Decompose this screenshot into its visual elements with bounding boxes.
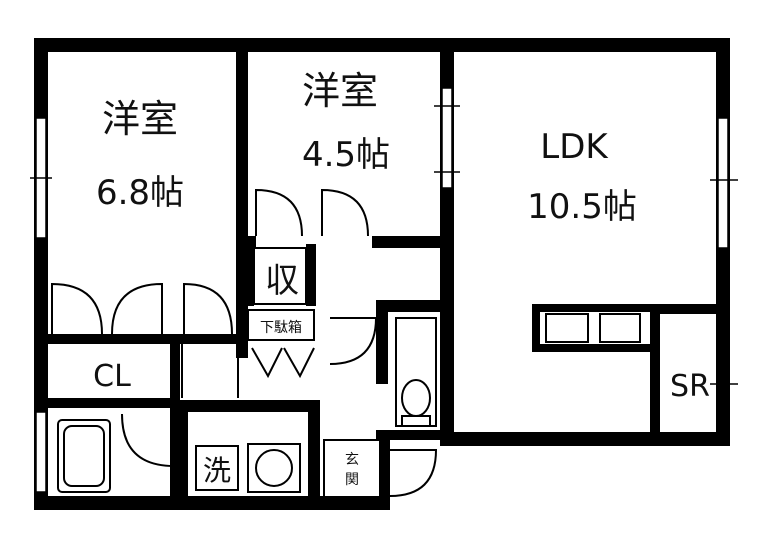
washer-pan	[195, 445, 239, 491]
bedroom1-size: 6.8帖	[96, 173, 184, 213]
wash-basin	[247, 443, 301, 493]
toilet-bowl	[401, 379, 431, 417]
kitchen-sink	[545, 313, 589, 343]
doors	[51, 188, 438, 497]
entrance-label-char: 関	[345, 472, 359, 488]
bedroom2-name: 洋室	[302, 69, 378, 113]
bathtub	[57, 419, 111, 493]
storeroom-label: SR	[670, 369, 710, 404]
closet-label: CL	[93, 359, 131, 394]
kitchen-stove	[599, 313, 641, 343]
entrance-label: 玄関	[345, 451, 359, 488]
window-ticks	[30, 105, 738, 385]
laundry-label: 洗	[203, 454, 231, 487]
walls	[34, 38, 730, 510]
entrance-label-char: 玄	[345, 451, 359, 468]
bedroom2-size: 4.5帖	[302, 135, 390, 175]
labels: 洋室 6.8帖 洋室 4.5帖 LDK 10.5帖 CL 収 下駄箱 洗 SR	[93, 69, 710, 487]
ldk-size: 10.5帖	[527, 187, 637, 227]
storage-label: 収	[265, 261, 299, 301]
shoe-box-label: 下駄箱	[260, 320, 302, 336]
bedroom1-name: 洋室	[102, 97, 178, 141]
ldk-name: LDK	[540, 127, 609, 167]
fixtures	[57, 247, 641, 501]
toilet-tank	[395, 317, 437, 427]
